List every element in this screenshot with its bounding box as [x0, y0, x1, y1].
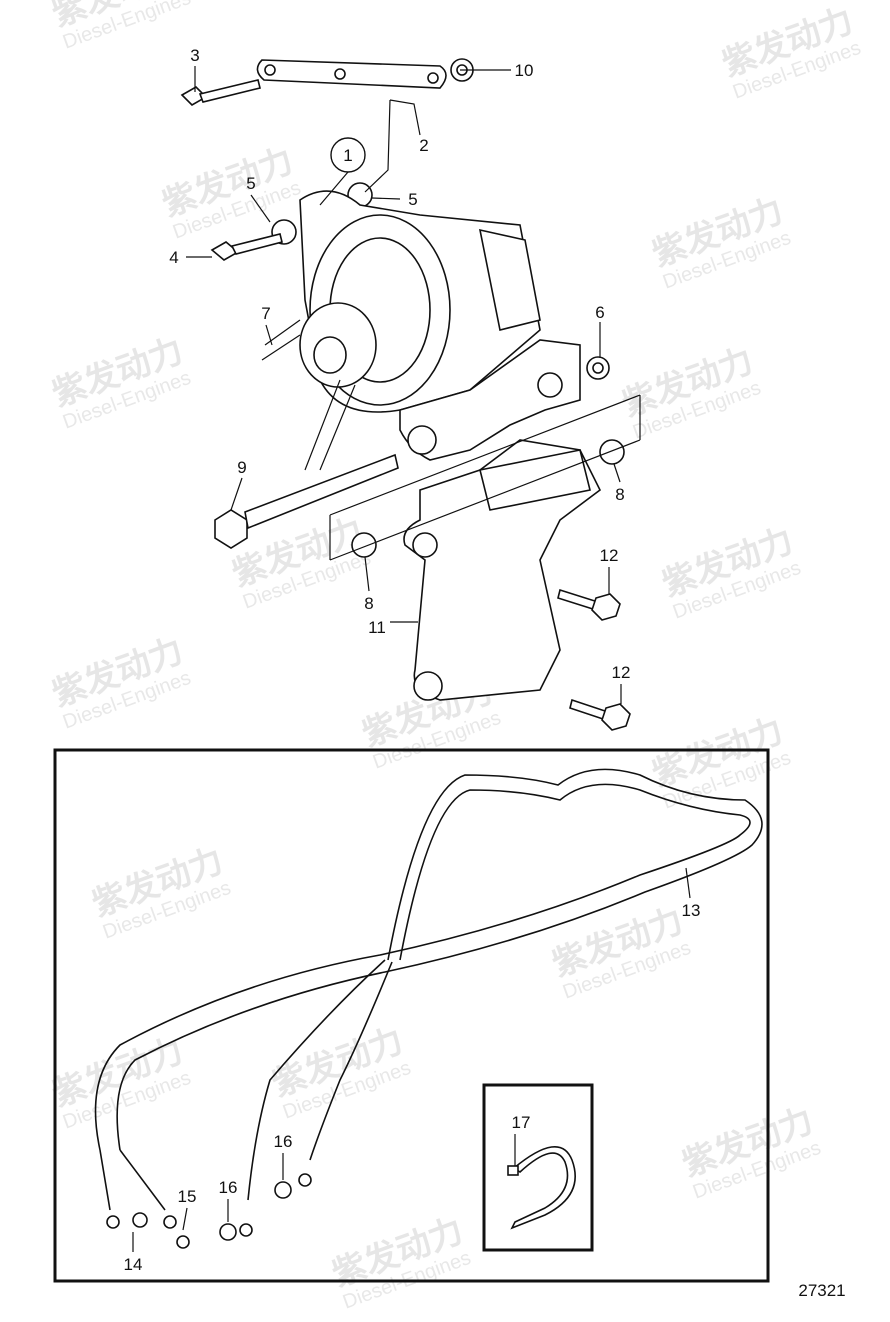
detail-frame [53, 748, 770, 1283]
callout-3: 3 [190, 46, 199, 65]
washer-8a [599, 439, 625, 465]
callout-8: 8 [615, 485, 624, 504]
washer-8b [351, 532, 377, 558]
callout-14: 14 [124, 1255, 143, 1274]
bolt-3 [180, 79, 261, 106]
callout-6: 6 [595, 303, 604, 322]
callout-5: 5 [246, 174, 255, 193]
bolt-12a [557, 588, 621, 621]
bolt-4 [210, 233, 283, 261]
callout-5: 5 [408, 190, 417, 209]
callout-9: 9 [237, 458, 246, 477]
cable-harness [94, 768, 763, 1249]
callout-labels: 1 2 3 4 5 5 6 7 8 8 9 10 11 12 12 13 14 … [124, 46, 846, 1300]
alternator [261, 190, 541, 471]
callout-8: 8 [364, 594, 373, 613]
callout-13: 13 [682, 901, 701, 920]
link-plate [256, 59, 447, 89]
callout-10: 10 [515, 61, 534, 80]
mounting-bracket [399, 339, 581, 461]
nut-6 [586, 356, 610, 380]
callout-1: 1 [343, 146, 352, 165]
callout-16: 16 [274, 1132, 293, 1151]
callout-12: 12 [612, 663, 631, 682]
inset-frame [482, 1083, 594, 1252]
callout-4: 4 [169, 248, 178, 267]
callout-2: 2 [419, 136, 428, 155]
callout-11: 11 [368, 618, 386, 637]
leader-lines [132, 66, 691, 1252]
nut-10 [450, 58, 474, 82]
callout-7: 7 [261, 304, 270, 323]
callout-12: 12 [600, 546, 619, 565]
callout-17: 17 [512, 1113, 531, 1132]
callout-1-circle [330, 137, 366, 173]
bolt-12b [569, 698, 631, 731]
tension-bracket [403, 439, 602, 701]
drawing-number: 27321 [798, 1281, 845, 1300]
callout-15: 15 [178, 1187, 197, 1206]
callout-16: 16 [219, 1178, 238, 1197]
alternator-assembly [180, 58, 641, 731]
cable-tie [507, 1145, 576, 1230]
